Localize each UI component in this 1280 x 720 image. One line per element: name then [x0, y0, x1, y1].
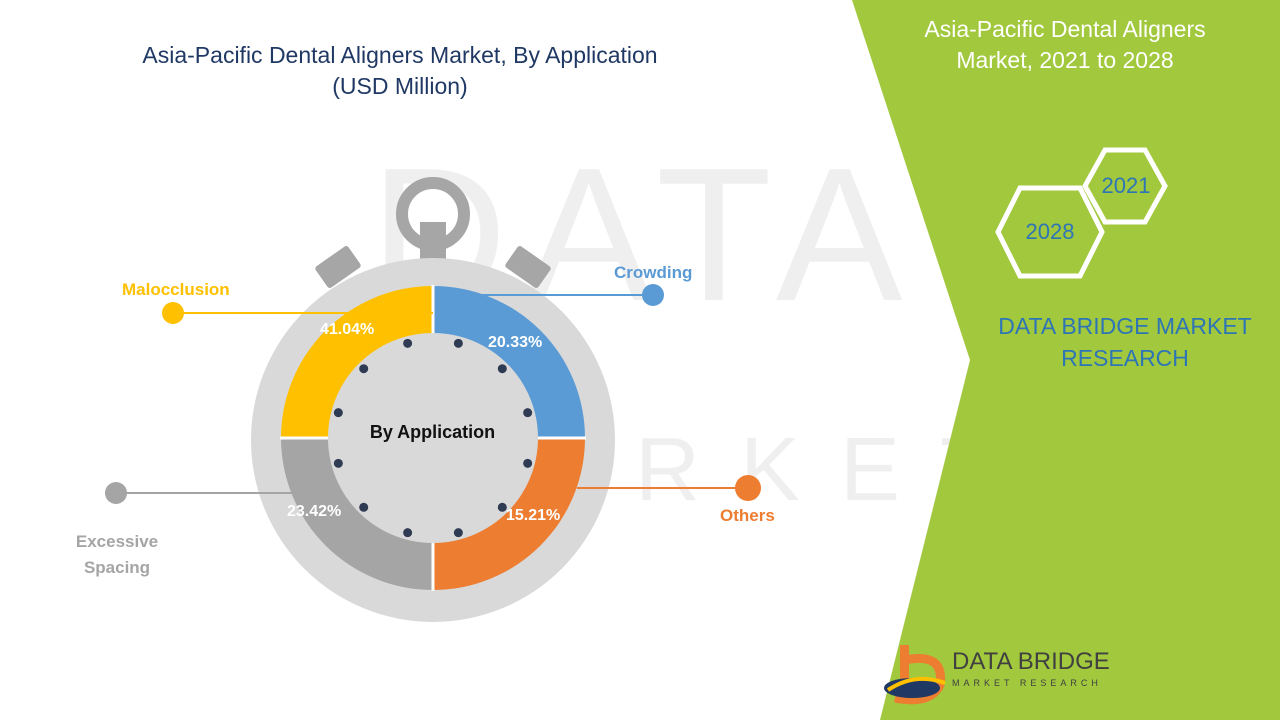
leader-lines	[105, 284, 761, 504]
hexagon-2028	[995, 185, 1105, 279]
crowding-marker	[642, 284, 664, 306]
side-panel	[852, 0, 1280, 720]
title-line-1: Asia-Pacific Dental Aligners Market, By …	[142, 42, 658, 68]
title-line-2: (USD Million)	[332, 73, 468, 99]
brand-line-2: RESEARCH	[1061, 345, 1189, 371]
value-label-malocclusion: 41.04%	[320, 321, 375, 338]
side-title-line-1: Asia-Pacific Dental Aligners	[924, 16, 1206, 42]
donut-ring	[280, 285, 586, 591]
hexagon-2021	[1082, 147, 1168, 225]
value-label-excessive-spacing: 23.42%	[287, 503, 342, 520]
ring-segment-others	[433, 438, 585, 590]
ring-segment-excessive-spacing	[281, 438, 433, 590]
year-2021-label: 2021	[1101, 173, 1151, 198]
center-disc	[348, 353, 518, 523]
tick-dot	[453, 528, 463, 538]
ring-segment-crowding	[433, 286, 585, 438]
tick-dot	[403, 338, 413, 348]
excessive-spacing-marker	[105, 482, 127, 504]
side-title-line-2: Market, 2021 to 2028	[956, 47, 1174, 73]
brand-text: DATA BRIDGE MARKET RESEARCH	[990, 310, 1260, 374]
tick-dot	[497, 364, 507, 374]
brand-line-1: DATA BRIDGE MARKET	[998, 313, 1252, 339]
tick-dot	[359, 502, 369, 512]
malocclusion-marker	[162, 302, 184, 324]
side-panel-title: Asia-Pacific Dental Aligners Market, 202…	[880, 14, 1250, 76]
value-label-crowding: 20.33%	[488, 334, 543, 351]
tick-dot	[333, 408, 343, 418]
tick-dot	[497, 502, 507, 512]
year-2028-label: 2028	[1025, 219, 1075, 244]
others-marker	[735, 475, 761, 501]
legend-excessive-spacing: Excessive Spacing	[75, 532, 159, 577]
logo-name: DATA BRIDGE	[952, 648, 1110, 675]
tick-dot	[523, 408, 533, 418]
center-label: By Application	[369, 422, 496, 442]
value-label-others: 15.21%	[506, 507, 561, 524]
legend-crowding: Crowding	[614, 263, 693, 282]
tick-dot	[523, 458, 533, 468]
tick-dot	[333, 458, 343, 468]
tick-dot	[453, 338, 463, 348]
tick-dots	[333, 338, 533, 538]
chart-title: Asia-Pacific Dental Aligners Market, By …	[90, 40, 710, 102]
tick-dot	[403, 528, 413, 538]
logo-mark	[884, 645, 946, 705]
ring-segment-malocclusion	[281, 286, 433, 438]
tick-dot	[359, 364, 369, 374]
legend-others: Others	[720, 506, 775, 525]
legend-malocclusion: Malocclusion	[122, 280, 230, 299]
logo-tagline: MARKET RESEARCH	[952, 678, 1102, 688]
